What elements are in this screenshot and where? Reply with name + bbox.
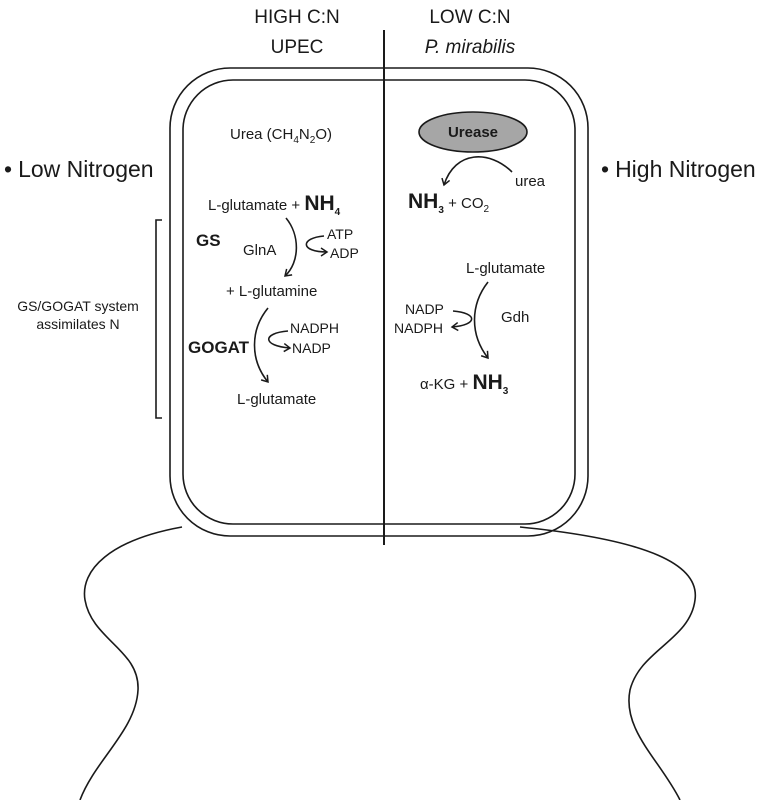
akg-nh3-products: α-KG + NH3 — [420, 371, 509, 397]
urea-formula: Urea (CH4N2O) — [230, 126, 332, 146]
nadph-nadp-arrow — [268, 330, 292, 353]
gdh-label: Gdh — [501, 309, 529, 326]
gogat-reaction-arrow — [253, 307, 269, 384]
urease-enzyme — [418, 111, 528, 153]
gogat-label: GOGAT — [188, 338, 250, 357]
bracket-label-line2: assimilates N — [36, 316, 119, 332]
header-left-organism: UPEC — [271, 37, 324, 58]
adp-label: ADP — [330, 245, 359, 261]
high-nitrogen-label: •High Nitrogen — [601, 156, 756, 182]
nadp-nadph-arrow — [450, 310, 473, 332]
nadp-label-right: NADP — [405, 301, 444, 317]
nadph-label-right: NADPH — [394, 320, 443, 336]
header-right-ratio: LOW C:N — [429, 7, 510, 28]
glutamate-plus-nh4: L-glutamate + NH4 — [208, 192, 341, 218]
urease-label: Urease — [448, 124, 498, 141]
gs-reaction-arrow — [284, 217, 298, 277]
gs-gogat-bracket — [155, 219, 162, 419]
bracket-label-line1: GS/GOGAT system — [17, 298, 139, 314]
host-surface-curve — [79, 526, 183, 800]
nadp-label-left: NADP — [292, 340, 331, 356]
gdh-reaction-arrow — [473, 281, 489, 360]
glna-label: GlnA — [243, 242, 276, 259]
atp-label: ATP — [327, 226, 353, 242]
header-right-organism: P. mirabilis — [425, 37, 516, 58]
glutamate-product-label: L-glutamate — [237, 391, 316, 408]
atp-adp-arrow — [305, 235, 329, 257]
glutamate-substrate-right: L-glutamate — [466, 260, 545, 277]
cell-outer-wall — [169, 67, 589, 537]
glutamine-label: + L-glutamine — [226, 283, 317, 300]
nh3-co2-products: NH3 + CO2 — [408, 190, 490, 216]
urea-substrate-label: urea — [515, 173, 546, 190]
header-left-ratio: HIGH C:N — [254, 7, 340, 28]
host-surface-curve-right — [519, 526, 697, 800]
urease-reaction-arrow — [441, 156, 513, 187]
low-nitrogen-label: •Low Nitrogen — [4, 156, 154, 182]
gs-label: GS — [196, 231, 221, 250]
nadph-label-left: NADPH — [290, 320, 339, 336]
cell-inner-wall — [182, 79, 576, 525]
